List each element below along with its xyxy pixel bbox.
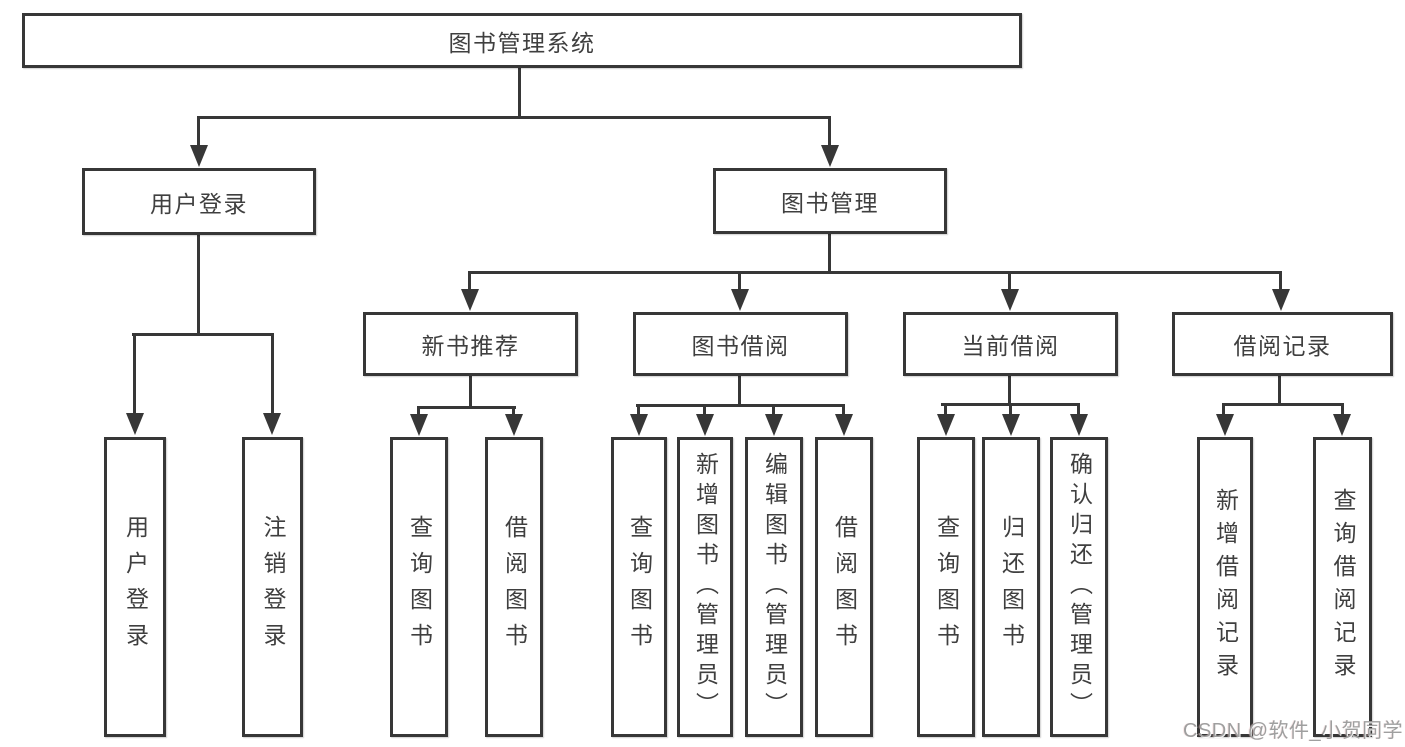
node-new-book-recommend: 新书推荐: [363, 312, 578, 376]
connector-root-stem: [518, 66, 521, 119]
leaf-user-login-label: 用户登录: [122, 515, 149, 659]
connector-level2-branch: [197, 116, 831, 119]
node-new-book-recommend-label: 新书推荐: [421, 333, 520, 359]
leaf-user-login: 用户登录: [104, 437, 166, 737]
arrowhead-down-icon: [263, 413, 281, 435]
csdn-watermark: CSDN @软件_小贺同学: [1183, 720, 1404, 742]
leaf-cb-query-book: 查询图书: [917, 437, 975, 737]
arrowhead-down-icon: [410, 414, 428, 436]
leaf-cb-confirm-return-admin: 确认归还（管理员）: [1050, 437, 1108, 737]
arrowhead-down-icon: [835, 414, 853, 436]
connector-leg: [772, 404, 775, 416]
arrowhead-down-icon: [1272, 289, 1290, 311]
connector-leg: [1279, 271, 1282, 291]
connector-stem: [738, 376, 741, 407]
connector-leg: [271, 333, 274, 415]
connector-leg: [944, 403, 947, 416]
leaf-br-add-record-label: 新增借阅记录: [1212, 488, 1239, 686]
arrowhead-down-icon: [630, 414, 648, 436]
node-borrow-record-label: 借阅记录: [1233, 333, 1332, 359]
arrowhead-down-icon: [1002, 414, 1020, 436]
connector-leg: [197, 116, 200, 148]
connector-leg: [842, 404, 845, 416]
leaf-br-add-record: 新增借阅记录: [1197, 437, 1253, 737]
leaf-cb-return-book-label: 归还图书: [998, 515, 1025, 659]
leaf-nbr-query-book-label: 查询图书: [406, 515, 433, 659]
leaf-bb-borrow-book: 借阅图书: [815, 437, 873, 737]
leaf-br-query-record-label: 查询借阅记录: [1330, 488, 1356, 686]
leaf-bb-query-book-label: 查询图书: [626, 515, 653, 659]
leaf-logout: 注销登录: [242, 437, 303, 737]
node-book-management: 图书管理: [713, 168, 947, 234]
node-current-borrow: 当前借阅: [903, 312, 1118, 376]
leaf-logout-label: 注销登录: [260, 515, 286, 659]
leaf-bb-borrow-book-label: 借阅图书: [831, 515, 858, 659]
connector-stem: [1008, 376, 1011, 406]
node-root: 图书管理系统: [22, 13, 1022, 68]
leaf-bb-edit-book-admin: 编辑图书（管理员）: [745, 437, 803, 737]
arrowhead-down-icon: [731, 289, 749, 311]
connector-leg: [703, 404, 706, 416]
node-book-borrow: 图书借阅: [633, 312, 848, 376]
arrowhead-down-icon: [1001, 289, 1019, 311]
leaf-br-query-record: 查询借阅记录: [1313, 437, 1372, 737]
leaf-cb-query-book-label: 查询图书: [933, 515, 960, 659]
leaf-nbr-query-book: 查询图书: [390, 437, 448, 737]
leaf-nbr-borrow-book-label: 借阅图书: [501, 515, 528, 659]
arrowhead-down-icon: [505, 414, 523, 436]
connector-leg: [417, 406, 420, 416]
connector-leg: [1009, 403, 1012, 416]
connector-leg: [1008, 271, 1011, 291]
leaf-bb-add-book-admin-label: 新增图书（管理员）: [692, 452, 719, 722]
node-book-management-label: 图书管理: [781, 190, 879, 216]
arrowhead-down-icon: [1333, 414, 1351, 436]
connector-leg: [512, 406, 515, 416]
connector-branch: [636, 404, 845, 407]
connector-leg: [133, 333, 136, 415]
connector-leg: [1341, 403, 1344, 416]
leaf-bb-add-book-admin: 新增图书（管理员）: [677, 437, 733, 737]
arrowhead-down-icon: [821, 145, 839, 167]
arrowhead-down-icon: [937, 414, 955, 436]
connector-leg: [468, 271, 471, 291]
connector-branch: [132, 333, 274, 336]
connector-branch: [417, 406, 516, 409]
leaf-nbr-borrow-book: 借阅图书: [485, 437, 543, 737]
connector-stem: [197, 233, 200, 336]
connector-level3-branch: [469, 271, 1282, 274]
leaf-bb-edit-book-admin-label: 编辑图书（管理员）: [761, 452, 788, 722]
connector-leg: [1222, 403, 1225, 416]
arrowhead-down-icon: [765, 414, 783, 436]
connector-leg: [637, 404, 640, 416]
connector-stem: [828, 232, 831, 274]
node-borrow-record: 借阅记录: [1172, 312, 1393, 376]
node-root-label: 图书管理系统: [448, 29, 596, 56]
connector-branch: [1222, 403, 1344, 406]
arrowhead-down-icon: [190, 145, 208, 167]
leaf-cb-return-book: 归还图书: [982, 437, 1040, 737]
connector-leg: [828, 116, 831, 148]
arrowhead-down-icon: [126, 413, 144, 435]
leaf-cb-confirm-return-admin-label: 确认归还（管理员）: [1066, 452, 1093, 722]
connector-stem: [469, 375, 472, 409]
arrowhead-down-icon: [696, 414, 714, 436]
node-current-borrow-label: 当前借阅: [961, 333, 1060, 359]
node-book-borrow-label: 图书借阅: [691, 333, 790, 359]
node-user-login-label: 用户登录: [150, 190, 248, 217]
leaf-bb-query-book: 查询图书: [611, 437, 667, 737]
node-user-login: 用户登录: [82, 168, 316, 235]
arrowhead-down-icon: [1070, 414, 1088, 436]
arrowhead-down-icon: [461, 289, 479, 311]
connector-leg: [738, 271, 741, 291]
arrowhead-down-icon: [1216, 414, 1234, 436]
connector-stem: [1278, 376, 1281, 406]
connector-leg: [1077, 403, 1080, 416]
